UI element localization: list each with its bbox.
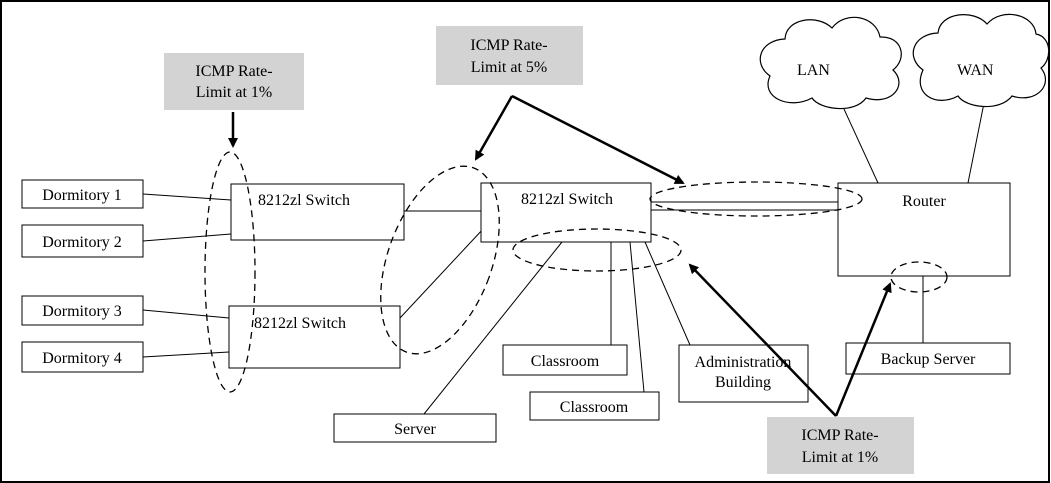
scope-dormitory-uplinks (204, 151, 256, 393)
classroom-2-label: Classroom (560, 399, 629, 416)
dormitory-2-box: Dormitory 2 (21, 224, 144, 258)
callout-top: ICMP Rate- Limit at 5% (436, 26, 583, 85)
switch-left-top-box: 8212zl Switch (230, 183, 405, 241)
scope-router-backup (890, 261, 948, 293)
link-dorm1-switch1 (142, 193, 232, 201)
link-router-lan (837, 95, 879, 184)
wan-label: WAN (957, 62, 994, 79)
link-dorm3-switch2 (142, 309, 230, 319)
switch-left-bottom-box: 8212zl Switch (228, 305, 401, 369)
lan-label: LAN (797, 62, 830, 79)
arrow-top-to-core-router-scope (511, 94, 685, 185)
dormitory-1-box: Dormitory 1 (21, 179, 144, 209)
dormitory-2-label: Dormitory 2 (42, 234, 122, 251)
scope-core-router-link (649, 181, 863, 217)
callout-bottom-line1: ICMP Rate- (801, 427, 878, 444)
callout-top-line1: ICMP Rate- (470, 37, 547, 54)
callout-arrows (228, 94, 892, 417)
callout-bottom: ICMP Rate- Limit at 1% (767, 417, 914, 474)
callout-left: ICMP Rate- Limit at 1% (164, 53, 304, 110)
switch-left-top-label: 8212zl Switch (258, 192, 350, 209)
link-core-admin (644, 241, 691, 346)
scope-core-downlinks (512, 228, 682, 272)
link-switch2-core (399, 227, 485, 319)
dormitory-3-label: Dormitory 3 (42, 303, 122, 320)
callout-top-line2: Limit at 5% (471, 59, 547, 76)
admin-building-box: Administration Building (678, 344, 809, 403)
admin-building-label-line1: Administration (695, 354, 792, 371)
callout-bottom-line2: Limit at 1% (802, 449, 878, 466)
classroom-2-box: Classroom (529, 391, 660, 421)
lan-cloud: LAN (759, 16, 902, 110)
backup-server-box: Backup Server (845, 342, 1011, 375)
link-core-server (423, 241, 563, 415)
classroom-1-box: Classroom (502, 344, 628, 376)
classroom-1-label: Classroom (531, 353, 600, 370)
router-label: Router (902, 193, 946, 210)
dormitory-3-box: Dormitory 3 (21, 295, 144, 326)
backup-server-label: Backup Server (881, 351, 976, 368)
link-dorm2-switch1 (142, 233, 232, 242)
callout-left-line1: ICMP Rate- (195, 63, 272, 80)
admin-building-label-line2: Building (715, 374, 771, 391)
arrow-top-to-distribution-scope (474, 95, 514, 161)
link-dorm4-switch2 (142, 351, 230, 358)
rate-limit-scopes (204, 151, 948, 393)
link-router-wan (967, 97, 986, 184)
connection-lines (142, 95, 986, 415)
scope-distribution-uplinks (380, 165, 500, 355)
switch-core-label: 8212zl Switch (521, 191, 613, 208)
switch-left-bottom-label: 8212zl Switch (254, 315, 346, 332)
dormitory-4-box: Dormitory 4 (21, 341, 144, 373)
server-box: Server (333, 413, 497, 443)
link-core-classroom2 (629, 241, 645, 393)
callout-left-line2: Limit at 1% (196, 84, 272, 101)
switch-core-box: 8212zl Switch (480, 182, 652, 243)
server-label: Server (394, 421, 436, 438)
router-box: Router (837, 182, 1011, 277)
dormitory-4-label: Dormitory 4 (42, 350, 122, 367)
wan-cloud: WAN (912, 13, 1050, 108)
arrow-bottom-to-core-scope (688, 263, 837, 417)
arrow-bottom-to-router-scope (834, 282, 892, 417)
dormitory-1-label: Dormitory 1 (42, 187, 122, 204)
